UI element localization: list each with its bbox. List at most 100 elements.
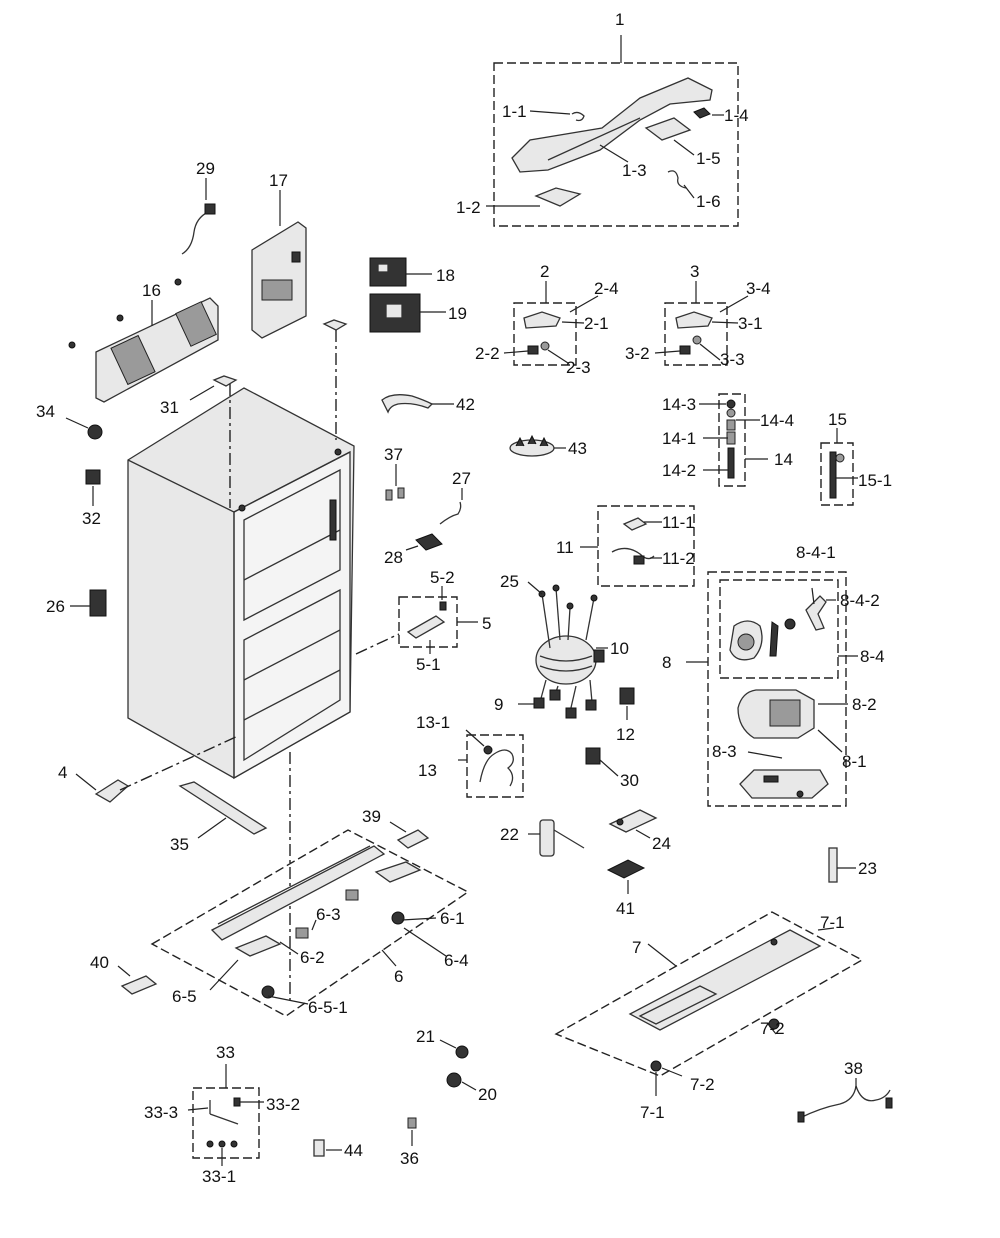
label-6-5: 6-5 xyxy=(172,987,197,1006)
part-17-panel: 17 xyxy=(251,171,307,339)
label-2: 2 xyxy=(540,262,549,281)
part-29-wire: 29 xyxy=(181,159,216,255)
label-26: 26 xyxy=(46,597,65,616)
label-44: 44 xyxy=(344,1141,363,1160)
label-8-4: 8-4 xyxy=(860,647,885,666)
label-11-1: 11-1 xyxy=(662,513,695,532)
label-6-3: 6-3 xyxy=(316,905,341,924)
label-7: 7 xyxy=(632,938,641,957)
label-9: 9 xyxy=(494,695,503,714)
label-1-5: 1-5 xyxy=(696,149,721,168)
refrigerator-cabinet xyxy=(127,387,355,780)
label-1-1: 1-1 xyxy=(502,102,527,121)
label-31: 31 xyxy=(160,398,179,417)
label-11: 11 xyxy=(556,538,574,557)
part-42-handle: 42 xyxy=(381,394,475,414)
label-32: 32 xyxy=(82,509,101,528)
label-3-2: 3-2 xyxy=(625,344,650,363)
label-2-4: 2-4 xyxy=(594,279,619,298)
label-1-4: 1-4 xyxy=(724,106,749,125)
group-2-hinge: 2 2-1 2-2 2-3 2-4 xyxy=(475,262,619,377)
label-33-2: 33-2 xyxy=(266,1095,300,1114)
group-1-top-cover: 1 1-1 1-2 1-3 1-4 1-5 1-6 xyxy=(456,10,749,227)
label-8-1: 8-1 xyxy=(842,752,867,771)
part-34-grommet: 34 xyxy=(36,402,103,440)
group-33: 33 33-1 33-2 33-3 xyxy=(144,1043,300,1186)
part-22: 22 xyxy=(500,819,585,857)
label-3-1: 3-1 xyxy=(738,314,763,333)
label-8-4-1: 8-4-1 xyxy=(796,543,836,562)
label-6-4: 6-4 xyxy=(444,951,469,970)
label-7-2-top: 7-2 xyxy=(760,1019,785,1038)
label-14: 14 xyxy=(774,450,793,469)
label-13: 13 xyxy=(418,761,437,780)
part-20: 20 xyxy=(446,1072,497,1104)
label-10: 10 xyxy=(610,639,629,658)
label-6-5-1: 6-5-1 xyxy=(308,998,348,1017)
part-37: 37 xyxy=(384,445,405,501)
label-12: 12 xyxy=(616,725,635,744)
label-24: 24 xyxy=(652,834,671,853)
part-41: 41 xyxy=(606,859,646,918)
part-31-hinge-pin: 31 xyxy=(160,375,238,508)
label-28: 28 xyxy=(384,548,403,567)
label-18: 18 xyxy=(436,266,455,285)
label-25: 25 xyxy=(500,572,519,591)
part-32: 32 xyxy=(82,469,101,528)
label-22: 22 xyxy=(500,825,519,844)
label-38: 38 xyxy=(844,1059,863,1078)
part-40: 40 xyxy=(90,953,158,995)
label-3: 3 xyxy=(690,262,699,281)
label-14-2: 14-2 xyxy=(662,461,696,480)
label-37: 37 xyxy=(384,445,403,464)
part-28: 28 xyxy=(384,533,443,567)
group-3-hinge: 3 3-1 3-2 3-3 3-4 xyxy=(625,262,771,369)
part-4: 4 xyxy=(58,735,239,803)
label-21: 21 xyxy=(416,1027,435,1046)
label-40: 40 xyxy=(90,953,109,972)
label-41: 41 xyxy=(616,899,635,918)
part-19: 19 xyxy=(369,293,467,333)
part-38-wire: 38 xyxy=(797,1059,893,1123)
label-8-3: 8-3 xyxy=(712,742,737,761)
label-8-2: 8-2 xyxy=(852,695,877,714)
part-18: 18 xyxy=(369,257,455,287)
label-1-2: 1-2 xyxy=(456,198,481,217)
label-5-1: 5-1 xyxy=(416,655,441,674)
label-23: 23 xyxy=(858,859,877,878)
group-13: 13 13-1 xyxy=(416,713,524,798)
label-30: 30 xyxy=(620,771,639,790)
label-33-3: 33-3 xyxy=(144,1103,178,1122)
label-5: 5 xyxy=(482,614,491,633)
group-7-bottom-plate: 7 7-1 7-1 7-2 7-2 xyxy=(554,911,864,1122)
group-15: 15 15-1 xyxy=(820,410,892,506)
label-1: 1 xyxy=(615,10,624,29)
part-16-rear-cover: 16 xyxy=(68,278,219,403)
label-20: 20 xyxy=(478,1085,497,1104)
label-13-1: 13-1 xyxy=(416,713,450,732)
label-15-1: 15-1 xyxy=(858,471,892,490)
part-12: 12 xyxy=(616,687,635,744)
label-1-6: 1-6 xyxy=(696,192,721,211)
label-3-4: 3-4 xyxy=(746,279,771,298)
label-34: 34 xyxy=(36,402,55,421)
part-36: 36 xyxy=(400,1117,419,1168)
label-15: 15 xyxy=(828,410,847,429)
group-14: 14 14-1 14-2 14-3 14-4 xyxy=(662,393,794,487)
label-4: 4 xyxy=(58,763,67,782)
label-17: 17 xyxy=(269,171,288,190)
group-5: 5 5-1 5-2 xyxy=(355,568,491,674)
part-23: 23 xyxy=(828,847,877,883)
label-36: 36 xyxy=(400,1149,419,1168)
part-39: 39 xyxy=(362,807,430,849)
part-43-fan: 43 xyxy=(509,434,587,458)
label-8-4-2: 8-4-2 xyxy=(840,591,880,610)
label-35: 35 xyxy=(170,835,189,854)
part-44: 44 xyxy=(313,1139,363,1160)
group-11: 11 11-1 11-2 xyxy=(556,505,695,587)
label-16: 16 xyxy=(142,281,161,300)
label-6-2: 6-2 xyxy=(300,948,325,967)
label-33-1: 33-1 xyxy=(202,1167,236,1186)
part-10-compressor: 10 9 25 xyxy=(494,572,629,719)
